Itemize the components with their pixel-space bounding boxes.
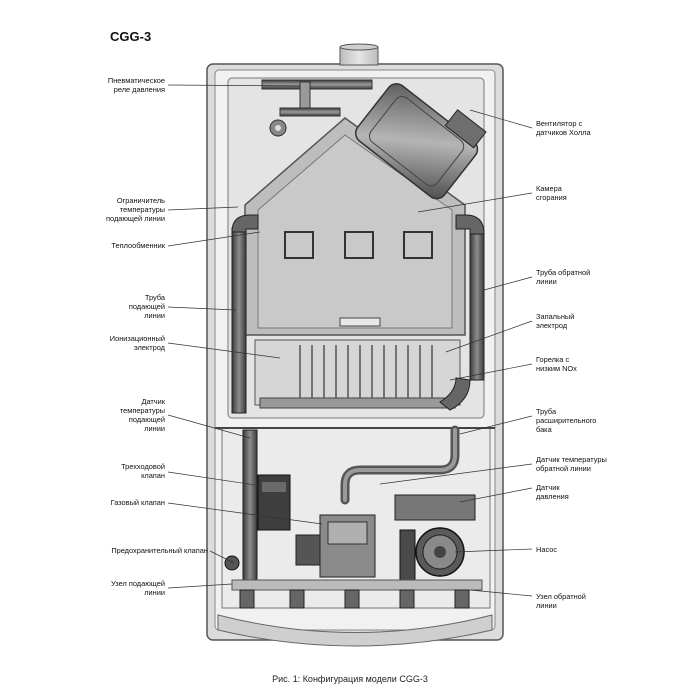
supply-pipe-shape bbox=[231, 214, 259, 414]
fan-assembly bbox=[354, 83, 487, 200]
label-pump: Насос bbox=[536, 545, 558, 554]
label-three-way-valve: Трехходовой клапан bbox=[121, 462, 165, 480]
label-return-pipe: Труба обратной линии bbox=[536, 268, 591, 286]
label-pressure-sensor: Датчик давления bbox=[536, 483, 569, 501]
label-temp-limiter: Ограничитель температуры подающей линии bbox=[106, 196, 165, 223]
pump-shape bbox=[394, 494, 476, 581]
diagram-title: CGG-3 bbox=[110, 29, 152, 44]
leader-lines-left bbox=[167, 84, 323, 589]
window-3 bbox=[403, 231, 433, 259]
label-expansion-pipe: Труба расширительного бака bbox=[536, 407, 597, 434]
label-supply-unit: Узел подающей линии bbox=[111, 579, 165, 597]
return-pipe-shape bbox=[439, 214, 485, 411]
label-pneumo-relay: Пневматическое реле давления bbox=[107, 76, 165, 94]
label-supply-pipe: Труба подающей линии bbox=[128, 293, 165, 320]
bottom-connections bbox=[224, 555, 483, 609]
label-low-nox-burner: Горелка с низким NOx bbox=[536, 355, 577, 373]
leader-lines-right bbox=[379, 109, 533, 597]
label-ignition-electrode: Запальный электрод bbox=[536, 312, 575, 330]
label-return-temp-sensor: Датчик температуры обратной линии bbox=[536, 455, 607, 473]
burner-ramps bbox=[299, 345, 433, 400]
label-fan-hall: Вентилятор с датчиков Холла bbox=[536, 119, 591, 137]
gas-valve-shape bbox=[295, 514, 376, 578]
label-return-unit: Узел обратной линии bbox=[536, 592, 586, 610]
label-combustion-chamber: Камера сгорания bbox=[536, 184, 567, 202]
label-gas-valve: Газовый клапан bbox=[110, 498, 165, 507]
flue-outlet bbox=[339, 43, 379, 66]
label-heat-exchanger: Теплообменник bbox=[111, 241, 165, 250]
label-supply-temp-sensor: Датчик температуры подающей линии bbox=[119, 397, 165, 433]
figure-caption: Рис. 1: Конфигурация модели CGG-3 bbox=[272, 674, 428, 684]
window-1 bbox=[284, 231, 314, 259]
burner-block bbox=[254, 339, 461, 409]
window-2 bbox=[344, 231, 374, 259]
label-safety-valve: Предохранительный клапан bbox=[111, 546, 208, 555]
top-pipework bbox=[261, 79, 373, 137]
label-ion-electrode: Ионизационный электрод bbox=[109, 334, 165, 352]
